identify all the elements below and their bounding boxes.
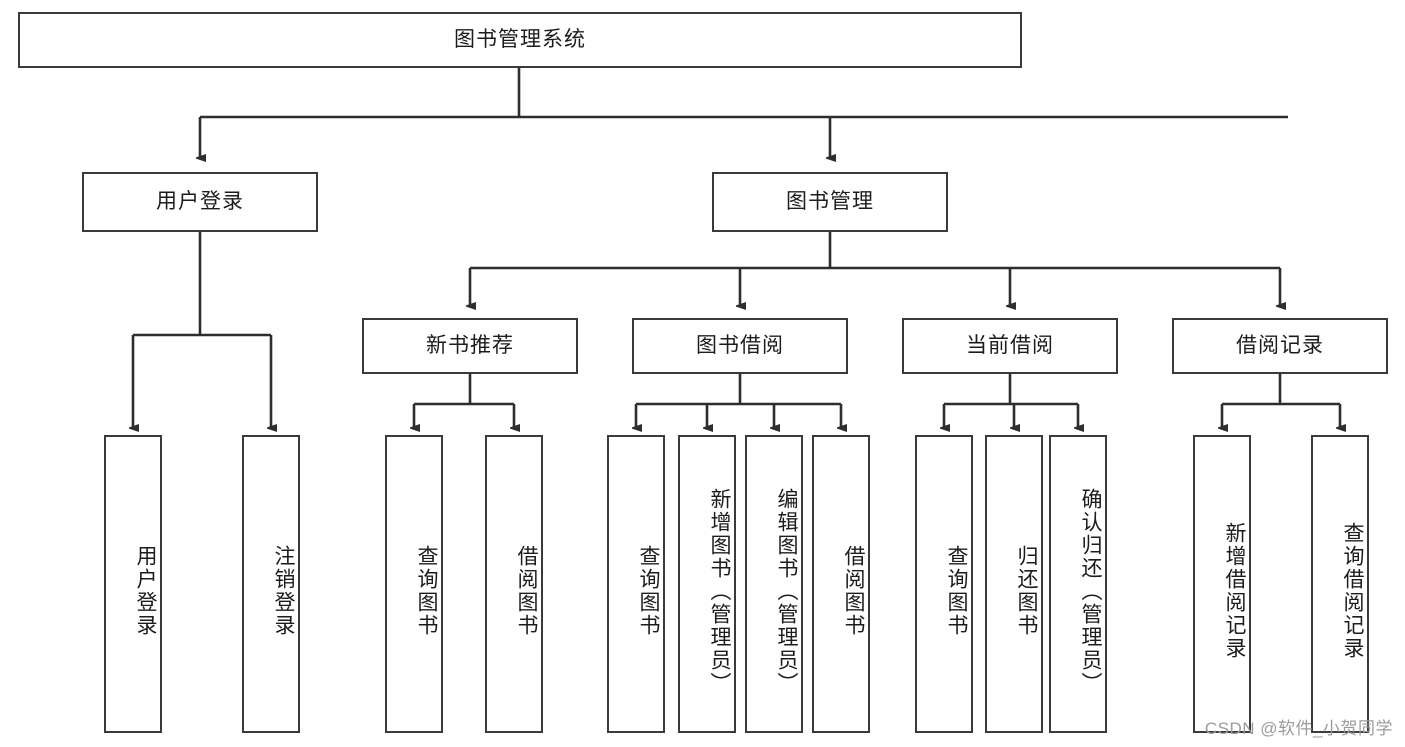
node-borrowing-records[interactable]: 借阅记录: [1172, 318, 1388, 374]
node-label: 借阅图书: [842, 545, 865, 637]
node-label: 用户登录: [134, 545, 157, 637]
node-current-borrowing[interactable]: 当前借阅: [902, 318, 1118, 374]
node-label: 图书管理: [786, 190, 874, 214]
node-label: 用户登录: [156, 190, 244, 214]
leaf-new-book-query-books[interactable]: 查询图书: [385, 435, 443, 733]
node-label: 编辑图书（管理员）: [775, 487, 798, 695]
node-label: 查询图书: [945, 545, 968, 637]
node-label: 借阅记录: [1236, 334, 1324, 358]
node-label: 新书推荐: [426, 334, 514, 358]
node-user-login[interactable]: 用户登录: [82, 172, 318, 232]
leaf-book-borrow-query-books[interactable]: 查询图书: [607, 435, 665, 733]
leaf-borrow-record-query-record[interactable]: 查询借阅记录: [1311, 435, 1369, 733]
node-label: 注销登录: [272, 545, 295, 637]
node-label: 归还图书: [1015, 545, 1038, 637]
leaf-new-book-borrow-books[interactable]: 借阅图书: [485, 435, 543, 733]
leaf-current-borrow-return-books[interactable]: 归还图书: [985, 435, 1043, 733]
leaf-current-borrow-query-books[interactable]: 查询图书: [915, 435, 973, 733]
node-root-book-management-system[interactable]: 图书管理系统: [18, 12, 1022, 68]
node-book-borrowing[interactable]: 图书借阅: [632, 318, 848, 374]
leaf-current-borrow-confirm-return-admin[interactable]: 确认归还（管理员）: [1049, 435, 1107, 733]
node-label: 图书管理系统: [454, 28, 586, 52]
leaf-book-borrow-edit-book-admin[interactable]: 编辑图书（管理员）: [745, 435, 803, 733]
leaf-user-login-signout[interactable]: 注销登录: [242, 435, 300, 733]
node-label: 查询借阅记录: [1341, 522, 1364, 660]
node-book-management[interactable]: 图书管理: [712, 172, 948, 232]
node-label: 确认归还（管理员）: [1079, 487, 1102, 695]
node-label: 新增借阅记录: [1223, 522, 1246, 660]
node-label: 借阅图书: [515, 545, 538, 637]
node-label: 查询图书: [637, 545, 660, 637]
node-new-book-recommendation[interactable]: 新书推荐: [362, 318, 578, 374]
node-label: 当前借阅: [966, 334, 1054, 358]
leaf-book-borrow-borrow-books[interactable]: 借阅图书: [812, 435, 870, 733]
leaf-borrow-record-add-record[interactable]: 新增借阅记录: [1193, 435, 1251, 733]
node-label: 新增图书（管理员）: [708, 487, 731, 695]
node-label: 图书借阅: [696, 334, 784, 358]
node-label: 查询图书: [415, 545, 438, 637]
watermark-text: CSDN @软件_小贺同学: [1204, 719, 1393, 738]
leaf-book-borrow-add-book-admin[interactable]: 新增图书（管理员）: [678, 435, 736, 733]
leaf-user-login-signin[interactable]: 用户登录: [104, 435, 162, 733]
